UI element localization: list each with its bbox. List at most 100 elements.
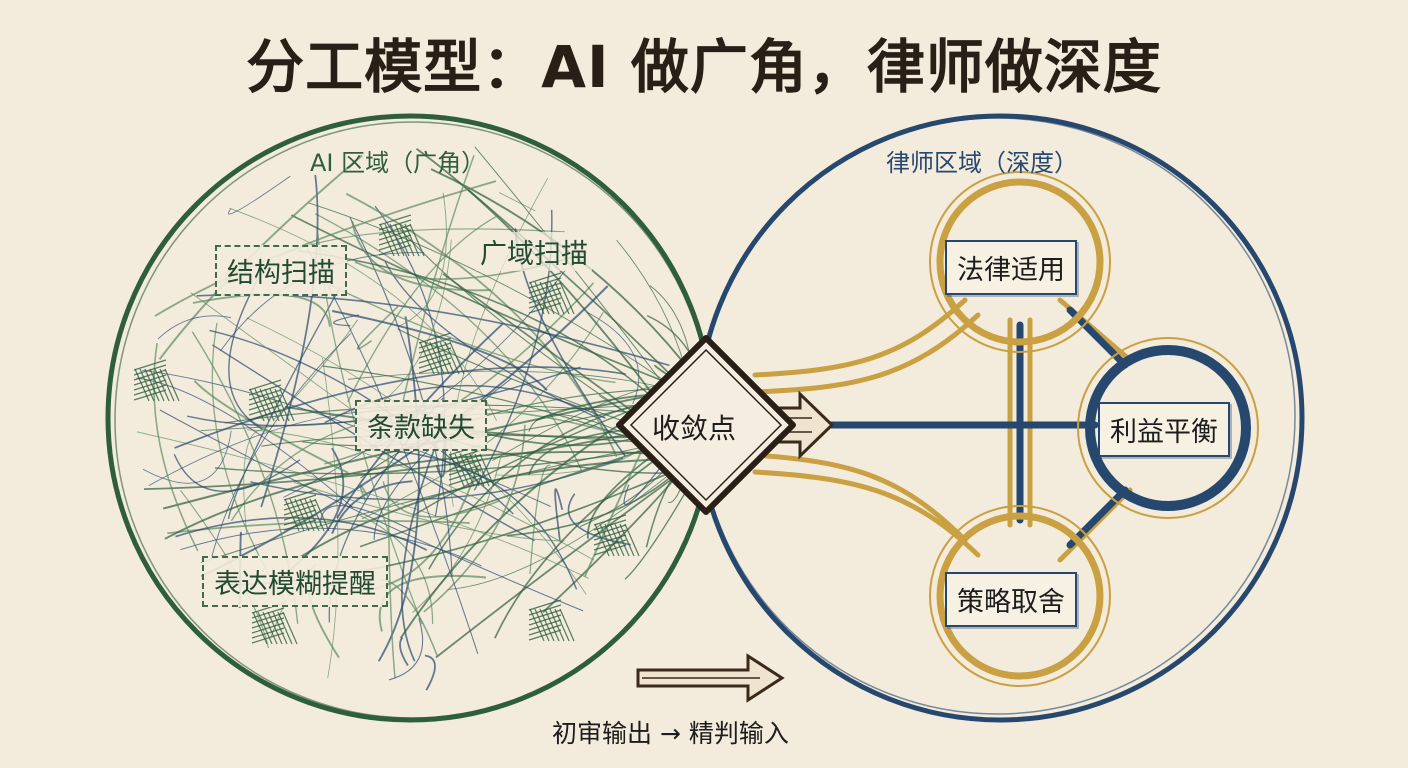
hatch-mark (248, 409, 282, 421)
hatch-mark (251, 622, 285, 634)
hatch-mark (289, 498, 305, 532)
ai-zone-title: AI 区域（广角） (310, 149, 486, 177)
hatch-mark (264, 388, 280, 422)
hatch-mark (251, 627, 285, 639)
hatch-mark (418, 357, 452, 369)
hatch-mark (269, 388, 285, 422)
hatch-mark (434, 341, 450, 375)
hatch-mark (469, 453, 485, 487)
hatch-mark (528, 287, 562, 299)
scan-line (153, 342, 199, 552)
hatch-mark (449, 341, 465, 375)
hatch-mark (619, 523, 635, 557)
hatch-mark (164, 368, 180, 402)
scan-line (375, 239, 452, 408)
ai-hatch-marks (133, 214, 640, 645)
scan-line (174, 366, 626, 449)
hatch-mark (139, 368, 155, 402)
node-ring-strategy-outer (929, 505, 1111, 687)
scan-line (529, 464, 551, 575)
hatch-mark (448, 464, 482, 476)
hatch-mark (378, 229, 412, 241)
hatch-mark (154, 368, 170, 402)
scan-label-ambiguity: 表达模糊提醒 (202, 556, 388, 607)
node-ring-law (936, 178, 1104, 346)
hatch-mark (593, 539, 627, 551)
hatch-mark (304, 498, 320, 532)
scan-line (210, 333, 352, 560)
hatch-mark (528, 624, 562, 636)
flow-caption: 初审输出 → 精判输入 (552, 719, 789, 748)
hatch-mark (464, 453, 480, 487)
hatch-mark (378, 244, 412, 256)
hatch-mark (248, 404, 282, 416)
page-title: 分工模型：AI 做广角，律师做深度 (246, 33, 1162, 101)
hatch-mark (248, 379, 282, 391)
scan-line (211, 344, 535, 542)
hatch-mark (593, 529, 627, 541)
hatch-mark (378, 234, 412, 246)
scan-line (587, 312, 640, 405)
hatch-mark (528, 272, 562, 284)
hatch-mark (399, 223, 415, 257)
lawyer-zone-title: 律师区域（深度） (886, 149, 1078, 177)
scan-line (554, 488, 564, 541)
scan-line (322, 358, 339, 679)
scan-line (319, 505, 416, 533)
ai-scan-lines (136, 146, 710, 691)
scan-line (293, 481, 565, 542)
hatch-mark (133, 359, 167, 371)
hatch-mark (559, 281, 575, 315)
hatch-mark (418, 352, 452, 364)
scan-line (449, 178, 549, 507)
hatch-mark (528, 629, 562, 641)
hatch-mark (159, 368, 175, 402)
scan-line (399, 636, 409, 666)
hatch-mark (309, 498, 325, 532)
scan-line (314, 213, 583, 472)
hatch-mark (444, 341, 460, 375)
hatch-mark (283, 504, 317, 516)
hatch-mark (409, 223, 425, 257)
hatch-mark (528, 302, 562, 314)
hatch-mark (394, 223, 410, 257)
scan-line (243, 429, 271, 534)
scan-line (400, 439, 439, 662)
scan-line (192, 293, 331, 327)
hatch-mark (314, 498, 330, 532)
convergence-diamond-inner (629, 348, 783, 502)
hatch-mark (528, 292, 562, 304)
hatch-mark (133, 389, 167, 401)
node-law-application: 法律适用 (945, 240, 1077, 295)
hatch-mark (133, 384, 167, 396)
hatch-mark (448, 469, 482, 481)
scan-line (167, 520, 470, 535)
scan-line (398, 192, 447, 327)
hatch-mark (479, 453, 495, 487)
scan-line (180, 527, 482, 567)
hatch-mark (549, 281, 565, 315)
hatch-mark (133, 379, 167, 391)
hatch-mark (279, 388, 295, 422)
hatch-mark (283, 519, 317, 531)
scan-label-structure: 结构扫描 (215, 245, 347, 296)
hatch-mark (474, 453, 490, 487)
node-strategy-tradeoff: 策略取舍 (945, 572, 1077, 627)
hatch-mark (624, 523, 640, 557)
node-ring-balance-outer (1077, 337, 1259, 519)
hatch-mark (418, 362, 452, 374)
scan-line (448, 446, 704, 590)
convergence-diamond (616, 335, 796, 515)
scan-line (260, 174, 319, 508)
node-ring-strategy (936, 512, 1104, 680)
hatch-mark (277, 611, 293, 645)
scan-line (435, 460, 697, 659)
convergence-label: 收敛点 (652, 412, 737, 445)
node-ring-balance (1085, 345, 1251, 511)
hatch-mark (282, 611, 298, 645)
scan-line (423, 424, 526, 613)
hatch-mark (554, 608, 570, 642)
scan-line (332, 310, 548, 391)
hatch-mark (248, 394, 282, 406)
